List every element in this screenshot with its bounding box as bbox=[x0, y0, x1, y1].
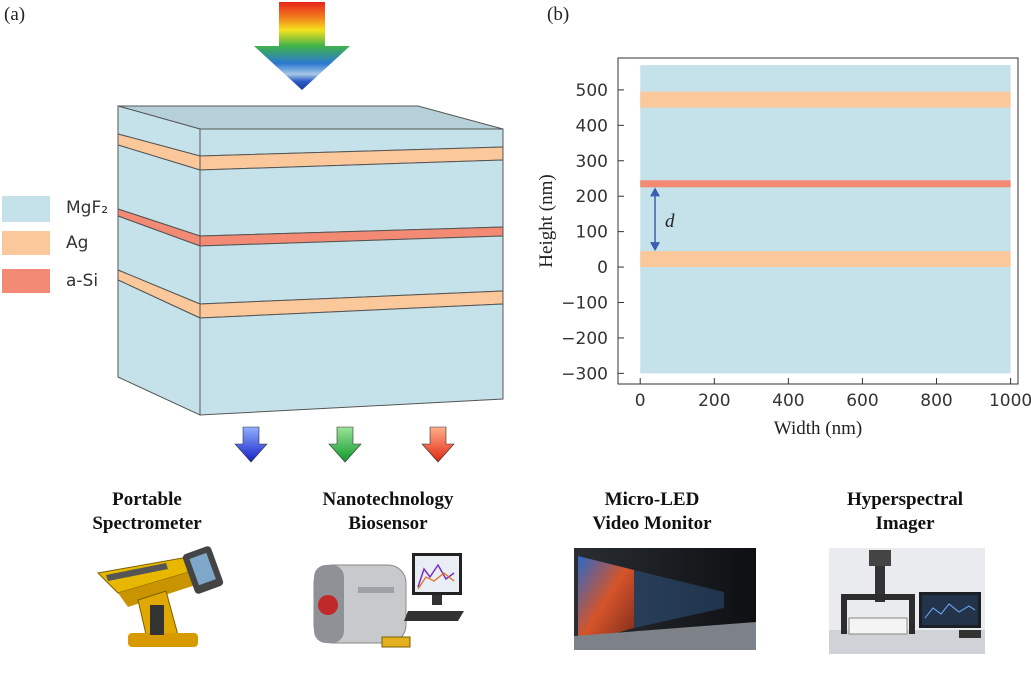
filter-stack-diagram bbox=[117, 2, 504, 463]
y-tick-label: 200 bbox=[576, 187, 608, 207]
region-asi-2 bbox=[640, 180, 1011, 188]
legend-label-asi: a-Si bbox=[66, 271, 99, 291]
x-tick-label: 600 bbox=[846, 391, 878, 411]
d-marker bbox=[650, 187, 661, 252]
legend-swatch-ag bbox=[2, 231, 50, 255]
incident-light-arrow bbox=[254, 2, 350, 90]
app-title-line1: Hyperspectral bbox=[846, 489, 964, 510]
app-title-line2: Video Monitor bbox=[592, 513, 712, 534]
y-tick-label: 100 bbox=[576, 223, 608, 243]
region-ag-1 bbox=[640, 91, 1011, 108]
app-title-nanotech-biosensor: Nanotechnology Biosensor bbox=[298, 488, 478, 536]
app-title-line2: Biosensor bbox=[348, 513, 428, 534]
x-tick-label: 0 bbox=[635, 391, 646, 411]
plot-frame bbox=[617, 57, 1019, 385]
x-axis-label: Width (nm) bbox=[774, 418, 862, 439]
y-ticks: −300 −200 −100 0 100 200 300 400 500 bbox=[561, 81, 624, 384]
x-tick-label: 800 bbox=[920, 391, 952, 411]
legend-swatch-mgf2 bbox=[2, 196, 50, 222]
layer-stack bbox=[117, 105, 504, 416]
panel-b-label: (b) bbox=[547, 4, 570, 25]
y-tick-label: −300 bbox=[561, 364, 608, 384]
green-output-arrow bbox=[328, 426, 362, 463]
region-ag-3 bbox=[640, 251, 1011, 268]
x-ticks: 0 200 400 600 800 1000 bbox=[635, 378, 1031, 411]
x-tick-label: 200 bbox=[698, 391, 730, 411]
hyperspectral-imager-image bbox=[829, 548, 985, 654]
y-tick-label: 500 bbox=[576, 81, 608, 101]
y-tick-label: −100 bbox=[561, 294, 608, 314]
y-tick-label: 400 bbox=[576, 116, 608, 136]
app-title-line2: Imager bbox=[875, 513, 935, 534]
blue-output-arrow bbox=[234, 426, 268, 463]
x-tick-label: 400 bbox=[772, 391, 804, 411]
app-title-line1: Micro-LED bbox=[604, 489, 700, 510]
y-tick-label: 0 bbox=[597, 258, 608, 278]
biosensor-image bbox=[313, 553, 464, 648]
app-title-line1: Portable bbox=[112, 489, 182, 510]
d-annotation: d bbox=[665, 211, 675, 232]
red-output-arrow bbox=[421, 426, 455, 463]
app-title-line2: Spectrometer bbox=[92, 513, 202, 534]
region-mgf-0 bbox=[640, 65, 1011, 374]
app-title-hyperspectral-imager: Hyperspectral Imager bbox=[815, 488, 995, 536]
legend-label-ag: Ag bbox=[66, 233, 89, 253]
height-width-chart: 0 200 400 600 800 1000 −300 −200 −100 0 100 200 300… bbox=[536, 57, 1031, 439]
d-arrow-head-top bbox=[650, 187, 661, 197]
d-arrow-head-bottom bbox=[650, 242, 661, 252]
legend-swatch-asi bbox=[2, 269, 50, 293]
y-axis-label: Height (nm) bbox=[536, 174, 557, 267]
y-tick-label: 300 bbox=[576, 152, 608, 172]
y-tick-label: −200 bbox=[561, 329, 608, 349]
portable-spectrometer-image bbox=[96, 546, 224, 647]
x-tick-label: 1000 bbox=[989, 391, 1031, 411]
app-title-line1: Nanotechnology bbox=[322, 489, 454, 510]
panel-a-label: (a) bbox=[4, 4, 26, 25]
app-title-portable-spectrometer: Portable Spectrometer bbox=[62, 488, 232, 536]
app-title-microled-monitor: Micro-LED Video Monitor bbox=[562, 488, 742, 536]
legend-label-mgf2: MgF₂ bbox=[66, 198, 109, 218]
microled-monitor-image bbox=[574, 548, 756, 650]
chart-regions bbox=[640, 65, 1011, 374]
